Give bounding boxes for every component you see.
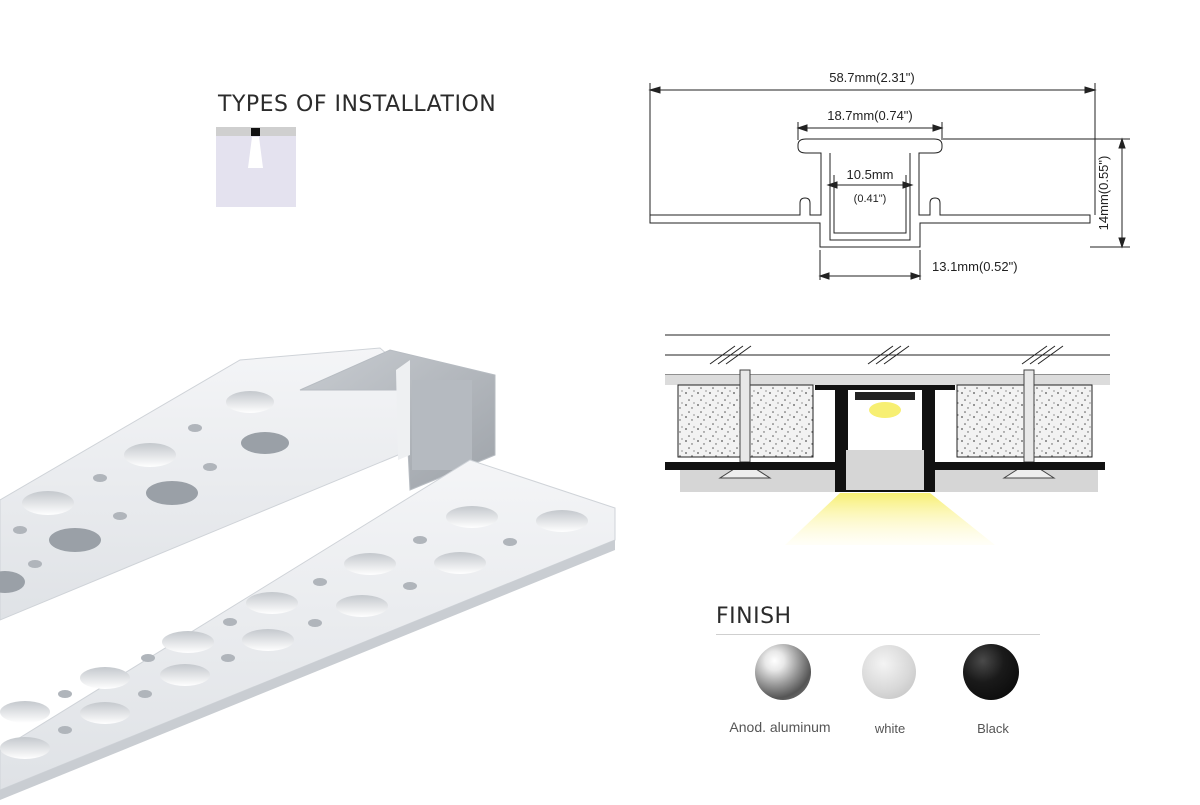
finish-title: FINISH <box>716 604 792 629</box>
ceiling-joist <box>665 375 1110 385</box>
finish-label-anodized: Anod. aluminum <box>729 719 831 735</box>
installation-icon-light-beam <box>248 137 263 168</box>
channel-wall <box>396 360 410 460</box>
finish-divider <box>716 634 1040 635</box>
inner-width-in-label: (0.41") <box>854 193 887 205</box>
top-width-label: 18.7mm(0.74") <box>827 108 913 123</box>
finish-label-white: white <box>874 721 906 736</box>
height-label: 14mm(0.55") <box>1096 156 1111 231</box>
screw-left <box>739 369 751 463</box>
installation-icon-profile <box>251 128 260 136</box>
screw-right <box>1023 369 1035 463</box>
finish-swatch-black <box>963 644 1019 700</box>
finish-swatch-white <box>862 645 916 699</box>
light-beam <box>785 493 995 545</box>
profile-render <box>0 330 630 800</box>
upper-flange-holes <box>0 391 289 593</box>
diffuser <box>846 450 924 490</box>
finish-label-black: Black <box>977 721 1009 736</box>
inner-width-mm-label: 10.5mm <box>847 167 894 182</box>
finish-swatch-anodized <box>755 644 811 700</box>
installation-type-icon <box>216 127 296 207</box>
dimension-drawing: 58.7mm(2.31") 18.7mm(0.74") 10.5mm (0.41… <box>640 55 1160 295</box>
bottom-width-label: 13.1mm(0.52") <box>932 259 1018 274</box>
installation-title: TYPES OF INSTALLATION <box>218 92 497 117</box>
channel-inner-face <box>412 380 472 470</box>
lower-flange-edge <box>0 540 615 800</box>
led-strip-holder <box>855 392 915 400</box>
overall-width-label: 58.7mm(2.31") <box>829 70 915 85</box>
led-glow <box>869 402 901 418</box>
lower-flange-holes <box>0 506 588 759</box>
lower-flange <box>0 459 616 791</box>
installation-section <box>660 330 1110 550</box>
